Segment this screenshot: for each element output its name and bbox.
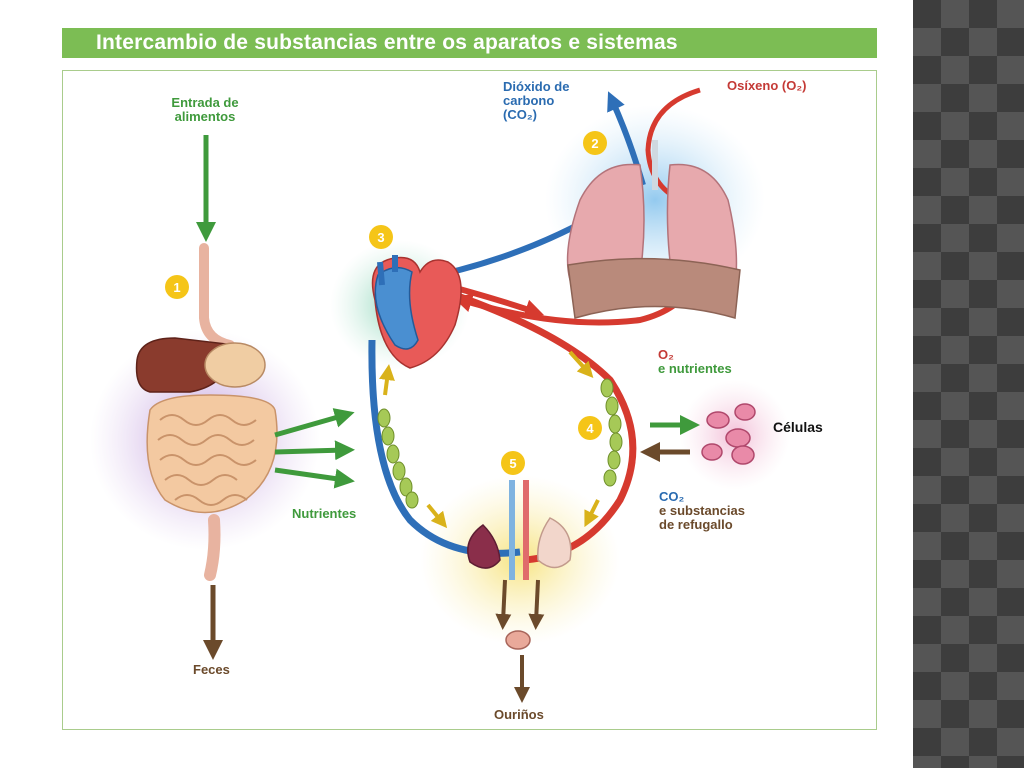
- nutrient-arrow-1: [274, 408, 355, 438]
- flow-arrow-return: [584, 499, 600, 528]
- step-2-number: 2: [591, 136, 598, 151]
- urine-arrow-left: [495, 579, 512, 630]
- step-badge-2: 2: [583, 131, 607, 155]
- co2-line-1: Dióxido de: [503, 79, 570, 94]
- co2-label: Dióxido de carbono (CO₂): [503, 80, 569, 122]
- nutrient-arrow-2: [274, 440, 355, 461]
- digestive-system: [135, 337, 278, 581]
- cells: [701, 403, 756, 465]
- kidney-glow: [420, 475, 620, 645]
- feces-label: Feces: [193, 662, 230, 677]
- o2-inhale-arrow: [645, 87, 701, 204]
- step-3-number: 3: [377, 230, 384, 245]
- o2-nutrients-line-1: O₂: [658, 347, 674, 362]
- step-5-number: 5: [509, 456, 516, 471]
- decorative-side-pattern: [913, 0, 1024, 768]
- co2-waste-line-2: e substancias: [659, 503, 745, 518]
- esophagus: [199, 243, 235, 350]
- nutrients-label: Nutrientes: [292, 506, 357, 521]
- nutrient-arrow-3: [274, 467, 355, 489]
- co2-waste-line-3: de refugallo: [659, 517, 733, 532]
- lungs: [566, 140, 741, 319]
- slide: Intercambio de substancias entre os apar…: [62, 28, 877, 730]
- capillary-left: [377, 408, 419, 509]
- oxygen-label: Osíxeno (O₂): [727, 78, 807, 93]
- flow-arrow-kidney: [426, 503, 448, 529]
- step-1-number: 1: [173, 280, 180, 295]
- flow-arrow-up: [379, 364, 395, 396]
- arterial-vessel: [438, 286, 637, 564]
- food-entry-line-1: Entrada de: [171, 95, 239, 110]
- heart: [371, 255, 462, 369]
- step-4-number: 4: [586, 421, 594, 436]
- food-entry-label: Entrada de alimentos: [155, 96, 255, 124]
- o2-nutrients-label: O₂ e nutrientes: [658, 348, 732, 376]
- food-entry-line-2: alimentos: [174, 109, 236, 124]
- urine-arrow-right: [528, 579, 545, 630]
- step-badge-3: 3: [369, 225, 393, 249]
- kidneys: [467, 480, 572, 650]
- cells-label: Células: [773, 419, 823, 435]
- diagram-title: Intercambio de substancias entre os apar…: [62, 28, 877, 58]
- urine-label: Ouriños: [494, 707, 544, 722]
- co2-line-3: (CO₂): [503, 107, 537, 122]
- o2-nutrients-line-2: e nutrientes: [658, 361, 732, 376]
- step-badge-5: 5: [501, 451, 525, 475]
- flow-arrow-down: [568, 350, 594, 378]
- co2-waste-label: CO₂ e substancias de refugallo: [659, 490, 745, 532]
- co2-line-2: carbono: [503, 93, 555, 108]
- capillary-right: [600, 378, 623, 487]
- step-badge-4: 4: [578, 416, 602, 440]
- co2-waste-line-1: CO₂: [659, 489, 685, 504]
- circulation-diagram: 1 2 3 4 5: [90, 87, 790, 703]
- step-badge-1: 1: [165, 275, 189, 299]
